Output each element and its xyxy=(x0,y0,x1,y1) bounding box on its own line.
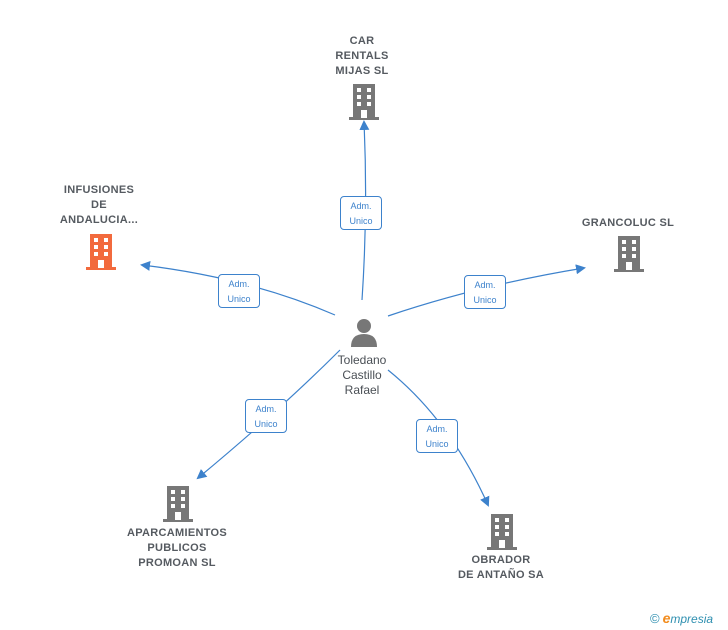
building-icon xyxy=(349,84,379,120)
footer-brand[interactable]: © empresia xyxy=(650,610,713,626)
edge-label-car-rentals[interactable]: Adm. Unico xyxy=(340,196,382,230)
edge-role: Adm. xyxy=(426,424,448,434)
edge-role-detail: Unico xyxy=(425,439,449,449)
edge-role: Adm. xyxy=(255,404,277,414)
edge-role: Adm. xyxy=(474,280,496,290)
edge-role-detail: Unico xyxy=(227,294,251,304)
edge-role: Adm. xyxy=(228,279,250,289)
building-icon xyxy=(86,234,116,270)
company-name: GRANCOLUC SL xyxy=(581,217,675,229)
person-name: Toledano Castillo Rafael xyxy=(337,353,387,397)
person-icon xyxy=(351,319,377,347)
company-name: OBRADOR DE ANTAÑO SA xyxy=(457,554,545,581)
copyright-icon: © xyxy=(650,610,660,626)
edge-label-obrador[interactable]: Adm. Unico xyxy=(416,419,458,453)
company-name: APARCAMIENTOS PUBLICOS PROMOAN SL xyxy=(126,527,228,569)
brand-initial: e xyxy=(662,610,671,626)
company-name: INFUSIONES DE ANDALUCIA... xyxy=(59,184,139,226)
edge-role-detail: Unico xyxy=(473,295,497,305)
edge-label-aparcamientos[interactable]: Adm. Unico xyxy=(245,399,287,433)
brand-rest: mpresia xyxy=(670,612,714,626)
edge-label-grancoluc[interactable]: Adm. Unico xyxy=(464,275,506,309)
edge-label-infusiones[interactable]: Adm. Unico xyxy=(218,274,260,308)
edge-role-detail: Unico xyxy=(349,216,373,226)
building-icon xyxy=(487,514,517,550)
building-icon xyxy=(614,236,644,272)
building-icon xyxy=(163,486,193,522)
brand-logo: empresia xyxy=(663,610,713,626)
company-name: CAR RENTALS MIJAS SL xyxy=(335,35,389,77)
edge-role-detail: Unico xyxy=(254,419,278,429)
edge-role: Adm. xyxy=(350,201,372,211)
